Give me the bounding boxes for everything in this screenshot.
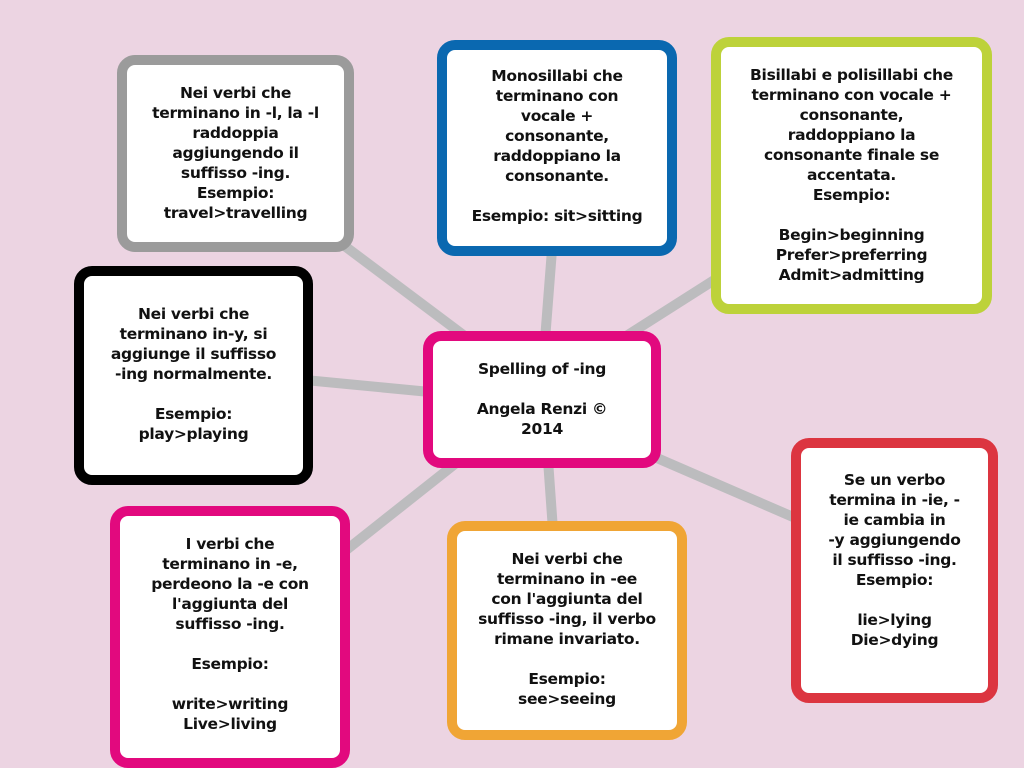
link-ending-ee (543, 455, 558, 535)
node-ending-e: I verbi che terminano in -e, perdeono la… (110, 506, 350, 768)
node-ending-ie: Se un verbo termina in -ie, - ie cambia … (791, 438, 998, 703)
link-ending-y (300, 375, 435, 397)
node-text: Monosillabi che terminano con vocale + c… (471, 67, 643, 225)
link-ending-ie (645, 450, 805, 525)
node-polysyllables: Bisillabi e polisillabi che terminano co… (711, 37, 992, 314)
center-node: Spelling of -ing Angela Renzi © 2014 (423, 331, 661, 468)
node-text: Nei verbi che terminano in -l, la -l rad… (152, 84, 319, 222)
node-text: Nei verbi che terminano in-y, si aggiung… (110, 305, 277, 443)
center-title: Spelling of -ing Angela Renzi © 2014 (476, 360, 608, 438)
node-text: Nei verbi che terminano in -ee con l'agg… (478, 550, 656, 708)
node-text: Se un verbo termina in -ie, - ie cambia … (828, 471, 961, 649)
link-double-l (325, 230, 475, 345)
connector-lines (300, 230, 805, 560)
node-double-l: Nei verbi che terminano in -l, la -l rad… (117, 55, 354, 252)
node-ending-ee: Nei verbi che terminano in -ee con l'agg… (447, 521, 687, 740)
node-text: Bisillabi e polisillabi che terminano co… (750, 66, 953, 284)
link-monosyllables (540, 245, 557, 345)
link-ending-e (335, 455, 465, 560)
node-text: I verbi che terminano in -e, perdeono la… (151, 535, 309, 733)
node-ending-y: Nei verbi che terminano in-y, si aggiung… (74, 266, 313, 485)
node-monosyllables: Monosillabi che terminano con vocale + c… (437, 40, 677, 256)
